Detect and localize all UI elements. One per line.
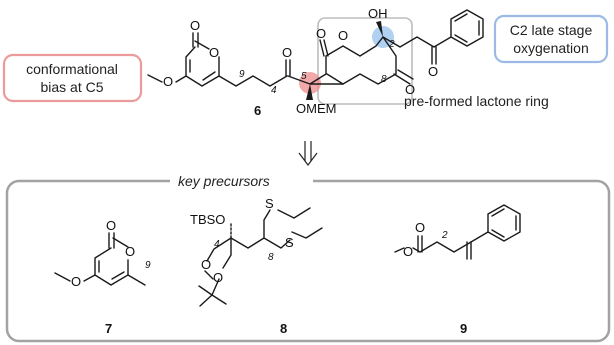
c8-locant-8: 8 <box>268 252 274 263</box>
main-atom-omem: OMEM <box>296 101 336 116</box>
main-atom-c4-o: O <box>282 45 292 60</box>
main-locant-5: 5 <box>301 71 307 82</box>
callout-c5-line1: conformational <box>26 61 118 77</box>
main-atom-pyrone-o: O <box>209 45 219 60</box>
main-atom-lac-o2: O <box>316 26 326 41</box>
c7-atom-o1: O <box>106 218 116 233</box>
compound-7-structure <box>54 232 146 286</box>
c5-highlight <box>299 72 321 94</box>
c7-atom-o3: O <box>71 274 81 289</box>
main-locant-4: 4 <box>271 85 277 96</box>
compound-6-label: 6 <box>254 103 261 118</box>
c8-atom-s2: S <box>285 235 294 250</box>
callout-box-c5 <box>2 53 143 103</box>
c7-locant-9: 9 <box>145 260 151 271</box>
main-locant-2: 2 <box>388 39 395 50</box>
main-atom-o1: O <box>190 18 200 33</box>
main-atom-ome-o: O <box>163 74 173 89</box>
main-atom-lac-o1: O <box>338 28 348 43</box>
c9-atom-o2: O <box>403 244 413 259</box>
main-atom-ketone-o: O <box>428 64 438 79</box>
precursor-header-bg <box>170 170 313 192</box>
lactone-highlight-box <box>317 17 413 105</box>
compound-8-structure <box>198 207 323 307</box>
callout-c2-line2: oxygenation <box>513 40 589 56</box>
main-atom-c8-o: O <box>405 82 415 97</box>
c8-atom-o1: O <box>201 257 211 272</box>
c8-atom-o2: O <box>213 270 223 285</box>
c9-locant-2: 2 <box>441 230 448 241</box>
c7-atom-o2: O <box>125 244 135 259</box>
main-atom-oh: OH <box>368 6 388 21</box>
compound-6-structure <box>147 9 484 100</box>
main-locant-8: 8 <box>381 74 387 85</box>
lactone-caption: pre-formed lactone ring <box>404 93 549 109</box>
compound-7-label: 7 <box>105 321 112 336</box>
compound-9-structure <box>394 204 521 260</box>
c8-locant-4: 4 <box>214 239 220 250</box>
callout-c5-line2: bias at C5 <box>40 79 103 95</box>
main-locant-9: 9 <box>239 69 245 80</box>
c8-atom-s1: S <box>265 196 274 211</box>
precursor-box <box>5 179 611 343</box>
retrosynthesis-arrow <box>298 141 318 166</box>
compound-9-label: 9 <box>460 321 467 336</box>
callout-c2-line1: C2 late stage <box>510 22 593 38</box>
callout-box-c2 <box>493 14 609 64</box>
compound-8-label: 8 <box>280 321 287 336</box>
c8-atom-tbso: TBSO <box>190 212 225 227</box>
c9-atom-o1: O <box>415 220 425 235</box>
precursor-header: key precursors <box>178 173 270 189</box>
